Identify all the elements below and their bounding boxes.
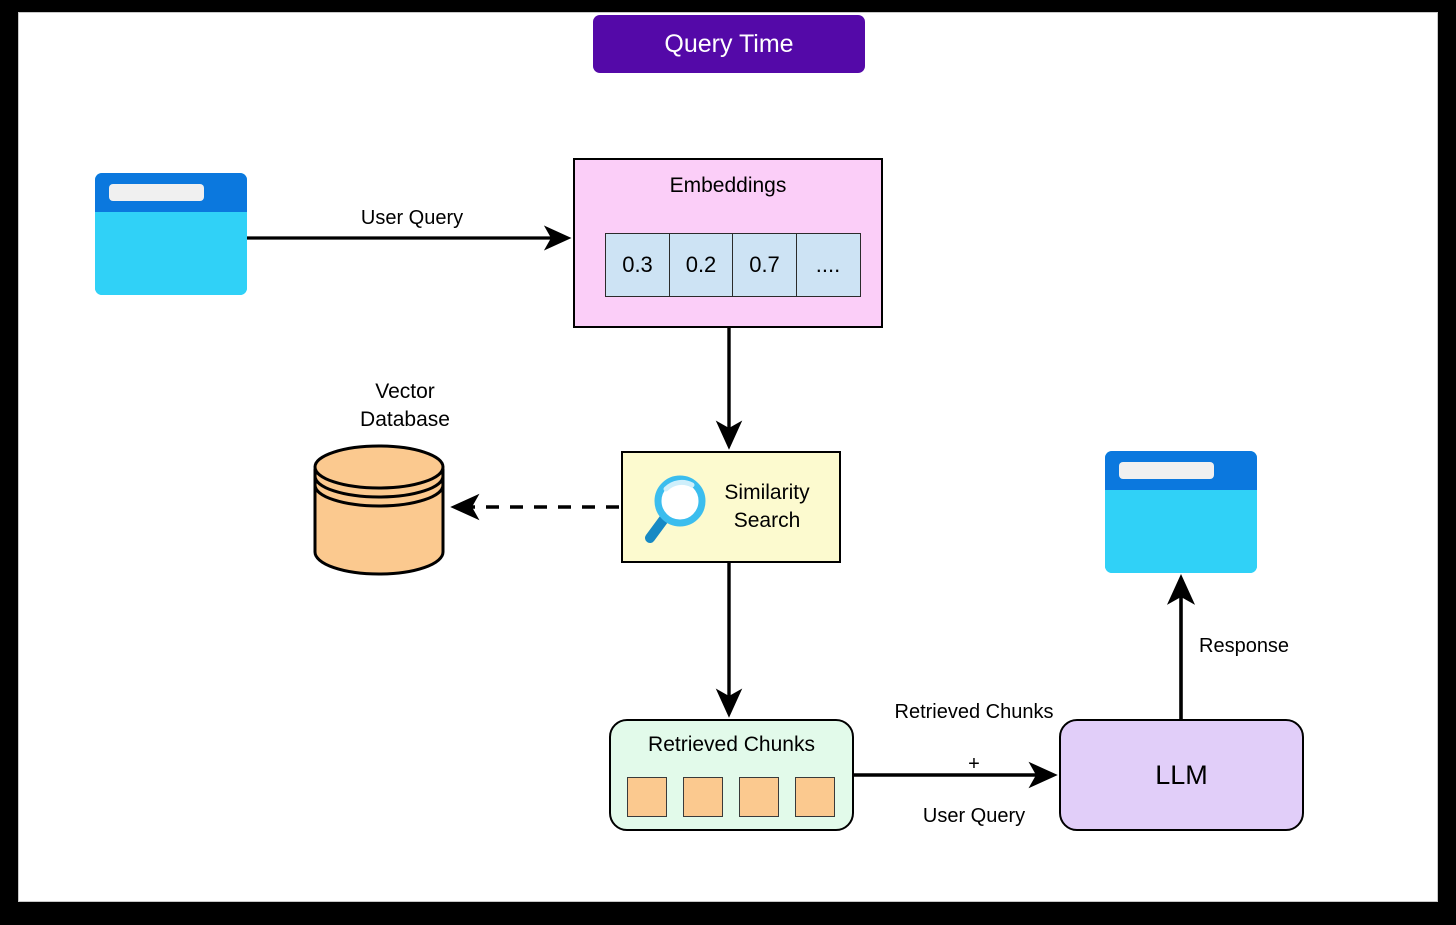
similarity-search-node: Similarity Search (621, 451, 841, 563)
diagram-title-badge: Query Time (593, 15, 865, 73)
retrieved-chunks-items (627, 777, 835, 817)
chunk-square (739, 777, 779, 817)
response-window-icon (1105, 451, 1257, 573)
retrieved-chunks-node: Retrieved Chunks (609, 719, 854, 831)
chunk-square (627, 777, 667, 817)
vector-database-cylinder (312, 440, 447, 580)
embedding-cell: 0.2 (668, 233, 734, 297)
window-urlbar (108, 183, 205, 202)
magnifier-icon (640, 471, 712, 547)
embedding-cell: .... (795, 233, 861, 297)
edge-label-user-query: User Query (360, 207, 464, 229)
window-titlebar (1105, 451, 1257, 491)
page-title: Query Time (664, 29, 794, 58)
edge-label-line2: + (968, 753, 980, 775)
diagram-canvas: Query Time User Query Embeddings 0.3 0.2… (18, 12, 1438, 902)
llm-label: LLM (1155, 759, 1208, 790)
edge-label-response: Response (1199, 635, 1290, 657)
vector-database-label: Vector Database (325, 378, 485, 434)
window-urlbar (1118, 461, 1215, 480)
retrieved-chunks-label: Retrieved Chunks (648, 733, 815, 756)
llm-node: LLM (1059, 719, 1304, 831)
edge-label-line3: User Query (922, 805, 1026, 827)
similarity-search-label: Similarity Search (707, 479, 827, 535)
embeddings-node: Embeddings 0.3 0.2 0.7 .... (573, 158, 883, 328)
window-body (95, 212, 247, 295)
embedding-cell: 0.3 (605, 233, 670, 297)
edge-label-line1: Retrieved Chunks (894, 701, 1054, 723)
similarity-search-label-line2: Search (733, 509, 801, 532)
window-titlebar (95, 173, 247, 213)
embeddings-label: Embeddings (669, 174, 787, 197)
chunk-square (795, 777, 835, 817)
embedding-cell: 0.7 (732, 233, 797, 297)
user-window-icon (95, 173, 247, 295)
edge-label-chunks-and-query: Retrieved Chunks + User Query (849, 673, 1099, 855)
similarity-search-label-line1: Similarity (724, 481, 810, 504)
window-body (1105, 490, 1257, 573)
chunk-square (683, 777, 723, 817)
vector-database-label-line2: Database (360, 408, 450, 431)
embeddings-vector-cells: 0.3 0.2 0.7 .... (605, 233, 861, 297)
vector-database-label-line1: Vector (375, 380, 435, 403)
